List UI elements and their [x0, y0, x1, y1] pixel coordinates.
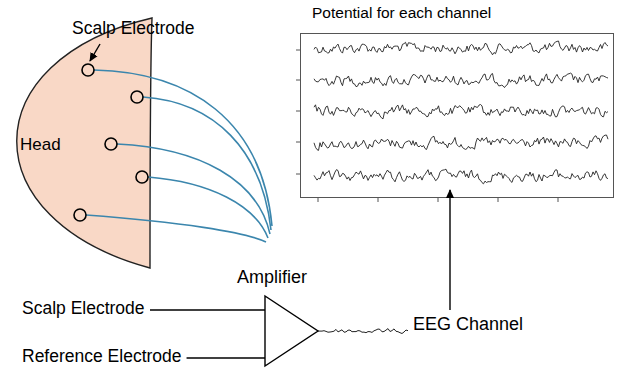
node-label: Amplifier — [237, 267, 307, 288]
node-label: Head — [20, 135, 61, 155]
eeg-traces — [314, 41, 608, 184]
node-label: Potential for each channel — [312, 4, 491, 22]
output-signal — [318, 329, 408, 334]
chart-ticks — [296, 50, 558, 202]
scalp-electrodes — [74, 64, 148, 221]
electrode-wires — [86, 70, 272, 242]
pointer-arrow — [90, 44, 100, 61]
head-shape: Head — [0, 14, 170, 276]
chart-frame — [301, 34, 614, 198]
input-label: Scalp Electrode — [22, 298, 145, 318]
pointer-arrow — [449, 190, 450, 310]
amplifier-triangle: Amplifier — [232, 266, 342, 369]
chart-panel: Potential for each channel — [296, 2, 618, 202]
electrode-label: Scalp Electrode — [72, 18, 195, 38]
channel-label: EEG Channel — [413, 314, 523, 335]
input-label: Reference Electrode — [22, 346, 182, 366]
